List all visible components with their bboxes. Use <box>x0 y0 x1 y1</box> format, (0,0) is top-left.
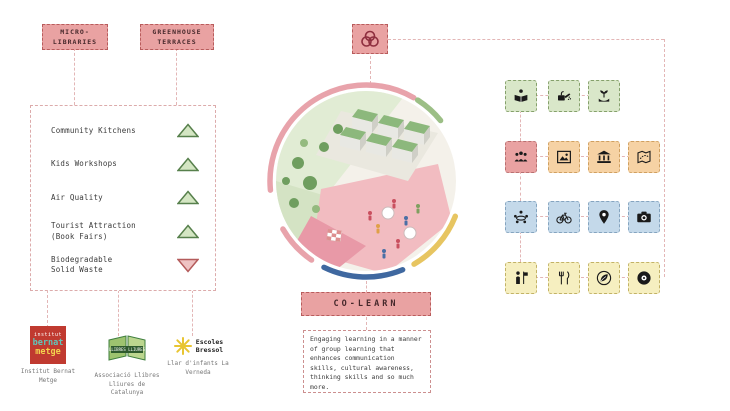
colearn-description-box: Engaging learning in a manner of group l… <box>303 330 431 393</box>
connector <box>535 277 630 278</box>
partner-llibres-lliures: LLIBRES LLIURES Associació Llibres Lliur… <box>92 334 162 398</box>
tile-location-pin <box>588 201 620 233</box>
trend-up-icon <box>177 190 199 205</box>
connector <box>388 39 664 40</box>
tile-transport-wheel <box>628 262 660 294</box>
ring-segments <box>267 82 465 280</box>
tile-museum <box>588 141 620 173</box>
tile-organic-leaf <box>588 262 620 294</box>
bicycle-icon <box>556 212 572 224</box>
organic-leaf-icon <box>596 270 612 286</box>
connector <box>664 39 665 277</box>
central-circle <box>266 81 466 281</box>
museum-icon <box>597 150 611 163</box>
partner-escoles-bressol: Escoles Bressol Llar d'infants La Verned… <box>162 336 234 377</box>
connector <box>370 56 371 84</box>
tile-workshop-group <box>505 201 537 233</box>
label-greenhouse-terraces-text: GREENHOUSE TERRACES <box>152 27 202 46</box>
escoles-bressol-sun-icon <box>173 337 192 355</box>
connector <box>47 290 48 328</box>
colearn-description: Engaging learning in a manner of group l… <box>310 335 422 392</box>
impact-item: Air Quality <box>31 181 215 215</box>
tile-art-frame <box>548 141 580 173</box>
connector <box>520 231 521 262</box>
trend-down-icon <box>177 258 199 273</box>
connector <box>535 156 630 157</box>
connector <box>74 48 75 105</box>
location-pin-icon <box>599 210 609 224</box>
impact-item: Biodegradable Solid Waste <box>31 248 215 282</box>
logo-text: Escoles Bressol <box>195 337 224 354</box>
tour-guide-icon <box>516 271 528 284</box>
trend-up-icon <box>177 123 199 138</box>
colearn-title-box: CO-LEARN <box>301 292 431 316</box>
trees <box>282 124 343 208</box>
label-micro-libraries: MICRO- LIBRARIES <box>42 24 108 50</box>
art-frame-icon <box>557 150 571 164</box>
escoles-bressol-logo: Escoles Bressol <box>162 336 234 356</box>
connector <box>520 110 521 141</box>
impact-label: Biodegradable Solid Waste <box>51 255 113 275</box>
transport-wheel-icon <box>637 271 651 285</box>
logo-text: institut <box>33 332 63 339</box>
tile-bicycle <box>548 201 580 233</box>
impact-label: Tourist Attraction (Book Fairs) <box>51 221 136 241</box>
connector <box>366 317 367 330</box>
logo-text: bernat <box>32 337 64 348</box>
connector <box>118 290 119 336</box>
tile-camera <box>628 201 660 233</box>
institut-bernat-metge-logo: institut bernat metge <box>30 326 66 364</box>
food-utensils-icon <box>558 271 570 285</box>
label-micro-libraries-text: MICRO- LIBRARIES <box>52 27 98 46</box>
llibres-lliures-book-logo: LLIBRES LLIURES <box>108 335 146 361</box>
logo-text: metge <box>35 346 61 357</box>
impact-item: Tourist Attraction (Book Fairs) <box>31 215 215 249</box>
picnic-blanket <box>326 228 343 243</box>
logo-text: LLIBRES LLIURES <box>109 347 146 352</box>
tile-map-route <box>628 141 660 173</box>
partner-caption: Associació Llibres Lliures de Catalunya <box>94 372 160 397</box>
hand-holding-plant-icon <box>598 90 610 102</box>
people <box>368 199 420 259</box>
buildings <box>340 109 430 163</box>
person-reading-icon <box>514 89 528 102</box>
impact-label: Kids Workshops <box>51 159 118 169</box>
workshop-group-icon <box>514 210 528 224</box>
partner-caption: Institut Bernat Metge <box>20 368 76 384</box>
colearn-title: CO-LEARN <box>333 299 399 309</box>
impact-label: Air Quality <box>51 192 103 202</box>
tile-community-group <box>505 141 537 173</box>
connector <box>520 171 521 201</box>
community-group-icon <box>514 151 528 162</box>
map-route-icon <box>637 150 651 164</box>
trend-up-icon <box>177 224 199 239</box>
connector <box>192 290 193 336</box>
partner-institut-bernat-metge: institut bernat metge Institut Bernat Me… <box>16 326 80 385</box>
tile-hand-holding-plant <box>588 80 620 112</box>
connector <box>176 48 177 105</box>
impact-label: Community Kitchens <box>51 125 136 135</box>
tile-person-reading <box>505 80 537 112</box>
label-greenhouse-terraces: GREENHOUSE TERRACES <box>140 24 214 50</box>
trend-up-icon <box>177 157 199 172</box>
plant-watering-icon <box>558 90 572 101</box>
connector <box>366 281 367 293</box>
tile-tour-guide <box>505 262 537 294</box>
tile-plant-watering <box>548 80 580 112</box>
impact-panel: Community Kitchens Kids Workshops Air Qu… <box>30 105 216 291</box>
impact-item: Community Kitchens <box>31 114 215 148</box>
impact-item: Kids Workshops <box>31 148 215 182</box>
tile-food-utensils <box>548 262 580 294</box>
connector <box>535 216 630 217</box>
campus-illustration <box>267 82 465 280</box>
colearn-emblem-icon <box>361 30 379 47</box>
partner-caption: Llar d'infants La Verneda <box>167 360 229 376</box>
camera-icon <box>637 211 651 223</box>
emblem-box <box>352 24 388 54</box>
